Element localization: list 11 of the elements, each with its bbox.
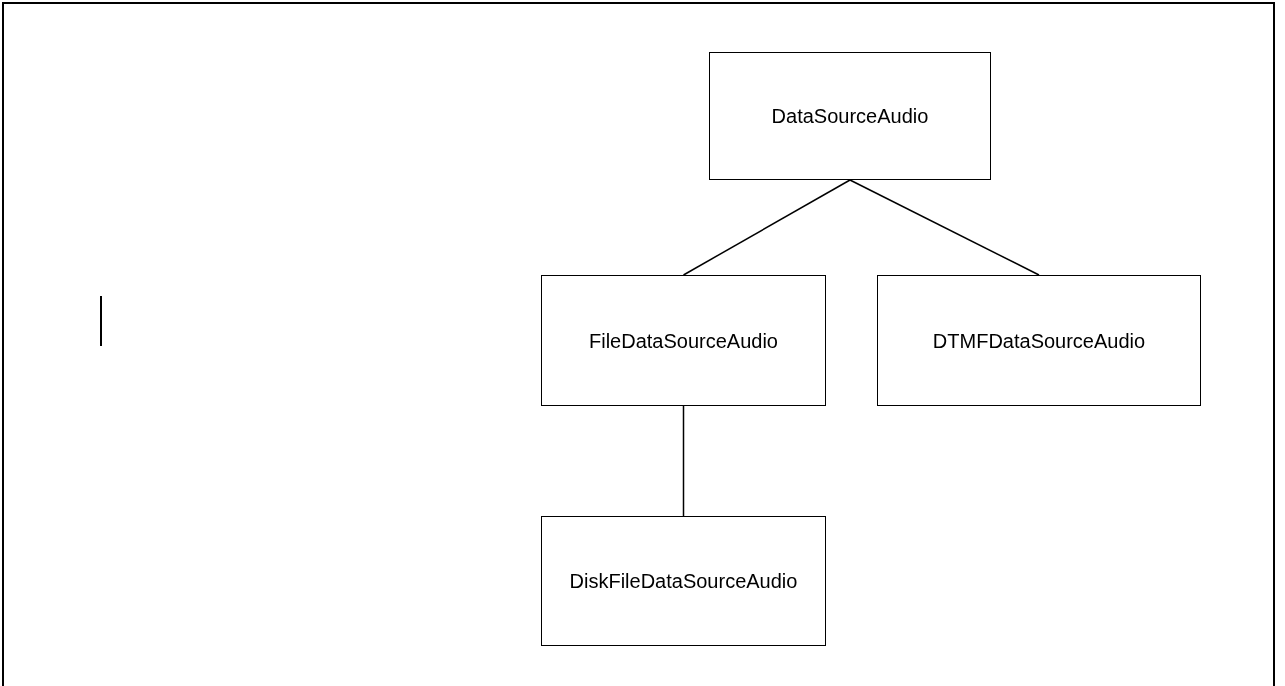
connector-line xyxy=(682,179,851,276)
connector-line xyxy=(849,179,1040,276)
class-box xyxy=(541,275,826,406)
class-box xyxy=(541,516,826,646)
class-name: DTMFDataSourceAudio xyxy=(932,328,1146,354)
class-name: DataSourceAudio xyxy=(771,104,929,129)
class-name: FileDataSourceAudio xyxy=(589,328,778,354)
class-box xyxy=(709,52,991,180)
connector-line xyxy=(682,405,685,517)
class-name: DiskFileDataSourceAudio xyxy=(569,569,798,594)
class-box xyxy=(877,275,1201,406)
